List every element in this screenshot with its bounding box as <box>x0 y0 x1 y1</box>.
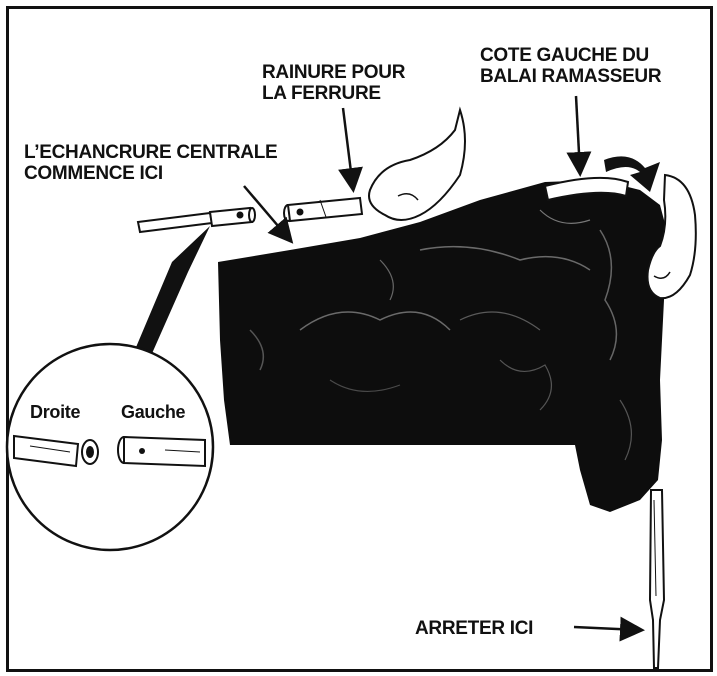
label-stop-here: ARRETER ICI <box>415 618 534 639</box>
inset-leader <box>134 226 210 358</box>
hand-left <box>368 106 466 221</box>
black-bag-sheet <box>218 180 668 512</box>
label-left-side-line2: BALAI RAMASSEUR <box>480 66 662 87</box>
label-left-side-line1: COTE GAUCHE DU <box>480 45 649 66</box>
rod-vertical <box>648 489 666 669</box>
label-center-notch: L’ECHANCRURE CENTRALE COMMENCE ICI <box>24 142 278 184</box>
arrow-groove <box>338 107 363 193</box>
label-center-notch-line1: L’ECHANCRURE CENTRALE <box>24 142 278 163</box>
arrow-left-side <box>566 95 592 177</box>
rod-left <box>136 206 256 234</box>
motion-arrow <box>604 156 660 192</box>
label-groove: RAINURE POUR LA FERRURE <box>262 62 405 104</box>
inset-label-left: Gauche <box>121 402 186 422</box>
rod-middle <box>283 196 364 223</box>
hand-right <box>646 173 697 300</box>
label-groove-line2: LA FERRURE <box>262 83 381 104</box>
label-groove-line1: RAINURE POUR <box>262 62 406 83</box>
detail-inset <box>5 342 215 552</box>
label-center-notch-line2: COMMENCE ICI <box>24 163 163 184</box>
inset-label-right: Droite <box>30 402 81 422</box>
diagram-frame <box>6 6 713 672</box>
arrow-stop-here <box>573 616 645 642</box>
arrow-center-notch <box>243 185 294 244</box>
label-left-side: COTE GAUCHE DU BALAI RAMASSEUR <box>480 45 662 87</box>
rod-right <box>543 176 630 202</box>
